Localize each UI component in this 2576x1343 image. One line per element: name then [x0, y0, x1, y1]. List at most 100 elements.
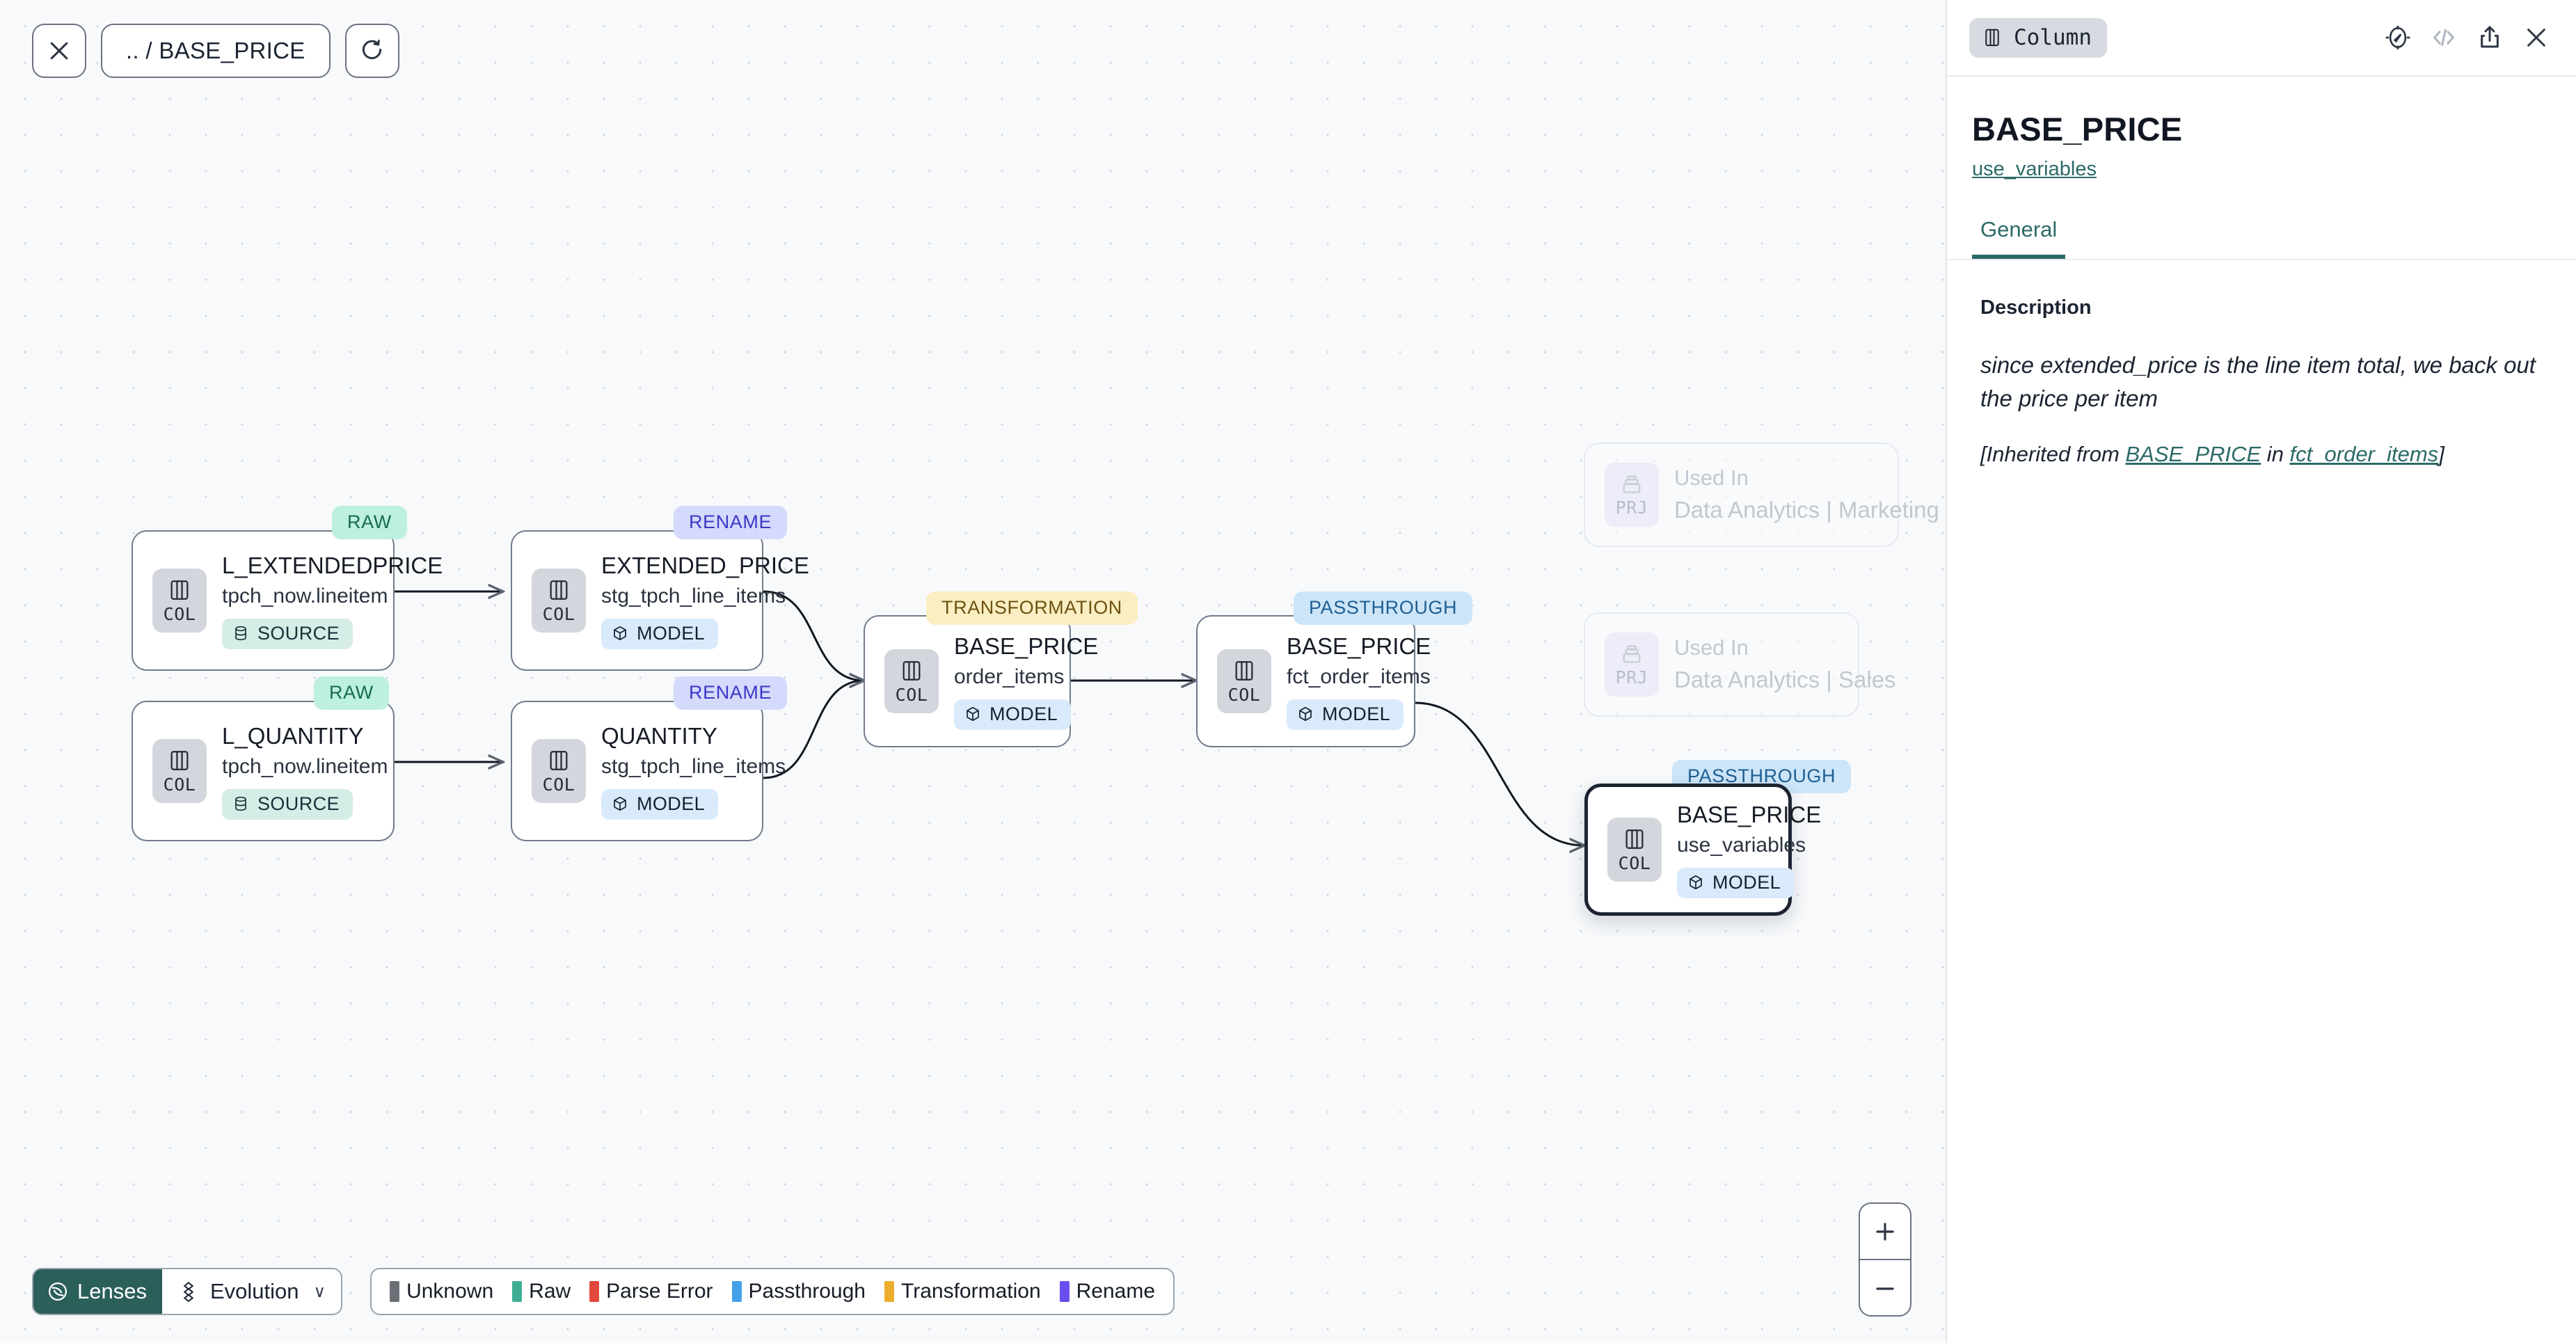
close-panel-icon[interactable]	[2522, 23, 2551, 52]
breadcrumb-button[interactable]: .. / BASE_PRICE	[101, 24, 331, 78]
node-type-label: COL	[895, 684, 928, 705]
zoom-controls[interactable]	[1859, 1202, 1911, 1317]
lenses-label: Lenses	[77, 1279, 147, 1303]
node-subtitle: tpch_now.lineitem	[222, 584, 388, 607]
lineage-legend: Unknown Raw Parse Error Passthrough Tran…	[370, 1268, 1175, 1315]
node-chip-source: SOURCE	[222, 618, 353, 649]
graph-node-quantity[interactable]: COL QUANTITY stg_tpch_line_items MODEL	[511, 701, 786, 841]
graph-node-used-in-sales[interactable]: PRJ Used In Data Analytics | Sales	[1584, 612, 1896, 717]
explore-icon[interactable]	[2384, 24, 2412, 51]
evolution-dropdown[interactable]: Evolution ∨	[162, 1269, 341, 1314]
refresh-button[interactable]	[344, 24, 399, 78]
graph-node-base-price-fct-order-items[interactable]: COL BASE_PRICE fct_order_items MODEL	[1196, 615, 1431, 747]
entity-kind-badge[interactable]: Column	[1969, 17, 2107, 58]
node-chip-model: MODEL	[601, 788, 719, 820]
graph-node-l-extendedprice[interactable]: COL L_EXTENDEDPRICE tpch_now.lineitem SO…	[132, 530, 443, 671]
node-badge-passthrough-fct-order-items: PASSTHROUGH	[1294, 591, 1473, 625]
model-link[interactable]: use_variables	[1972, 158, 2097, 180]
node-subtitle: Data Analytics | Marketing	[1674, 496, 1939, 523]
legend-label: Transformation	[901, 1280, 1041, 1303]
node-body: EXTENDED_PRICE stg_tpch_line_items MODEL	[601, 552, 809, 649]
project-type-icon: PRJ	[1605, 633, 1659, 697]
legend-swatch	[589, 1281, 600, 1302]
legend-item-parse-error[interactable]: Parse Error	[589, 1280, 713, 1303]
legend-item-unknown[interactable]: Unknown	[390, 1280, 493, 1303]
legend-label: Rename	[1076, 1280, 1156, 1303]
node-type-label: COL	[1618, 852, 1651, 873]
detail-panel-tabs: General	[1947, 217, 2576, 260]
lineage-canvas[interactable]: RAW COL L_EXTENDEDPRICE tpch_now.lineite…	[0, 0, 1946, 1343]
node-body: L_QUANTITY tpch_now.lineitem SOURCE	[222, 722, 388, 820]
lenses-icon	[48, 1282, 67, 1301]
description-inherited-note: [Inherited from BASE_PRICE in fct_order_…	[1980, 439, 2545, 469]
column-type-icon: COL	[152, 739, 207, 803]
node-title: BASE_PRICE	[954, 633, 1099, 660]
breadcrumb: .. / BASE_PRICE	[126, 38, 305, 63]
node-badge-transformation-order-items: TRANSFORMATION	[926, 591, 1138, 625]
evolution-icon	[183, 1282, 194, 1303]
legend-swatch	[512, 1281, 523, 1302]
node-type-label: COL	[163, 774, 196, 795]
node-chip-label: SOURCE	[257, 622, 340, 644]
legend-swatch	[390, 1281, 400, 1302]
graph-node-used-in-marketing[interactable]: PRJ Used In Data Analytics | Marketing	[1584, 443, 1939, 547]
lenses-button[interactable]: Lenses	[33, 1269, 162, 1314]
node-chip-model: MODEL	[601, 618, 719, 649]
graph-node-extended-price[interactable]: COL EXTENDED_PRICE stg_tpch_line_items M…	[511, 530, 809, 671]
code-icon[interactable]	[2430, 24, 2458, 51]
page-title: BASE_PRICE	[1972, 111, 2183, 148]
legend-item-raw[interactable]: Raw	[512, 1280, 571, 1303]
node-body: BASE_PRICE order_items MODEL	[954, 633, 1098, 730]
graph-node-base-price-order-items[interactable]: COL BASE_PRICE order_items MODEL	[864, 615, 1098, 747]
graph-node-base-price-use-variables[interactable]: COL BASE_PRICE use_variables MODEL	[1584, 784, 1821, 916]
node-type-label: COL	[163, 603, 196, 624]
node-title: Used In	[1674, 635, 1749, 660]
inherited-model-link[interactable]: fct_order_items	[2289, 442, 2439, 467]
inherited-prefix: [Inherited from	[1980, 442, 2126, 467]
node-subtitle: Data Analytics | Sales	[1674, 666, 1896, 692]
legend-item-rename[interactable]: Rename	[1059, 1280, 1156, 1303]
close-graph-button[interactable]	[32, 24, 86, 78]
node-badge-raw-l-extendedprice: RAW	[332, 506, 407, 539]
legend-label: Parse Error	[606, 1280, 713, 1303]
legend-item-passthrough[interactable]: Passthrough	[731, 1280, 866, 1303]
chevron-down-icon: ∨	[313, 1282, 326, 1301]
node-type-label: COL	[542, 603, 575, 624]
zoom-out-button[interactable]	[1860, 1260, 1910, 1315]
evolution-label: Evolution	[209, 1279, 299, 1303]
node-subtitle: tpch_now.lineitem	[222, 754, 388, 778]
node-subtitle: stg_tpch_line_items	[601, 754, 786, 778]
legend-item-transformation[interactable]: Transformation	[884, 1280, 1041, 1303]
node-badge-rename-extended-price: RENAME	[674, 506, 788, 539]
detail-panel: Column	[1946, 0, 2576, 1343]
graph-node-l-quantity[interactable]: COL L_QUANTITY tpch_now.lineitem SOURCE	[132, 701, 395, 841]
zoom-in-button[interactable]	[1860, 1204, 1910, 1260]
node-type-label: PRJ	[1615, 667, 1648, 688]
node-type-label: COL	[1227, 684, 1261, 705]
node-subtitle: order_items	[954, 665, 1065, 688]
inherited-column-link[interactable]: BASE_PRICE	[2125, 442, 2261, 467]
column-type-icon: COL	[532, 739, 586, 803]
legend-swatch	[1059, 1281, 1070, 1302]
description-section: Description since extended_price is the …	[1947, 260, 2576, 470]
refresh-icon	[362, 40, 381, 59]
legend-label: Unknown	[406, 1280, 494, 1303]
canvas-bottom-bar: Lenses Evolution ∨ Unknown Raw Parse	[32, 1268, 1175, 1315]
close-icon	[50, 42, 68, 60]
description-label: Description	[1980, 296, 2092, 319]
node-badge-raw-l-quantity: RAW	[314, 676, 389, 710]
node-chip-label: MODEL	[637, 622, 706, 644]
detail-panel-actions	[2384, 23, 2551, 52]
legend-label: Passthrough	[748, 1280, 866, 1303]
node-title: Used In	[1674, 466, 1749, 491]
tab-general[interactable]: General	[1972, 217, 2066, 259]
column-type-icon: COL	[1607, 818, 1662, 882]
node-body: QUANTITY stg_tpch_line_items MODEL	[601, 722, 786, 820]
node-subtitle: fct_order_items	[1287, 665, 1431, 688]
node-body: Used In Data Analytics | Sales	[1674, 634, 1896, 694]
share-icon[interactable]	[2476, 24, 2504, 51]
node-chip-label: MODEL	[637, 793, 706, 814]
canvas-toolbar: .. / BASE_PRICE	[32, 24, 399, 78]
node-subtitle: use_variables	[1677, 833, 1806, 857]
node-body: Used In Data Analytics | Marketing	[1674, 464, 1939, 525]
